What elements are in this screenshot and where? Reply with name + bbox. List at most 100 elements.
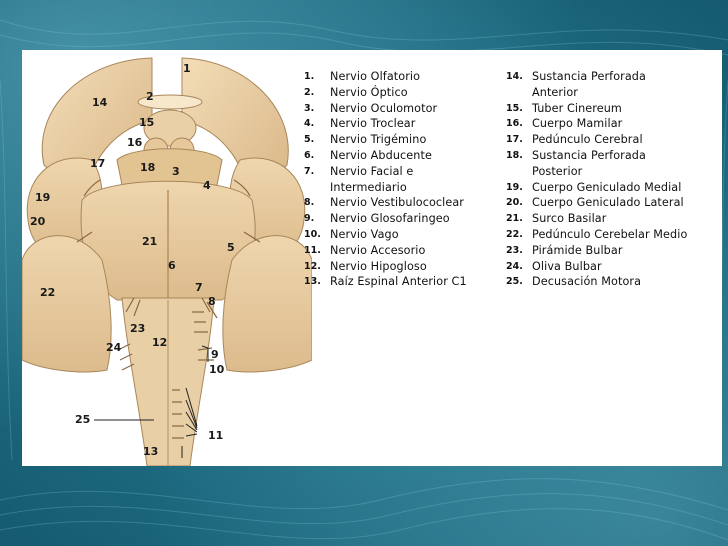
legend-text: Nervio Abducente (330, 148, 432, 162)
legend-number (304, 180, 330, 196)
optic-chiasm (137, 94, 203, 110)
legend-item: 12. Nervio Hipogloso (304, 259, 512, 275)
figure-label-12: 12 (152, 336, 168, 349)
legend-number: 3. (304, 102, 315, 114)
legend-text: Surco Basilar (532, 212, 607, 226)
figure-label-24: 24 (106, 341, 122, 354)
figure-label-6: 6 (168, 259, 176, 272)
legend-text: Anterior (532, 85, 578, 99)
legend-text: Nervio Óptico (330, 85, 408, 99)
legend-number: 1. (304, 71, 315, 82)
legend-number: 10. (304, 228, 321, 240)
legend-number: 12. (304, 260, 321, 272)
legend-text: Decusación Motora (532, 275, 642, 289)
figure-label-7: 7 (195, 281, 203, 294)
figure-label-9: 9 (211, 348, 219, 361)
legend-item: 16. Cuerpo Mamilar (506, 116, 722, 132)
legend-item: 11. Nervio Accesorio (304, 243, 512, 259)
legend-text: Tuber Cinereum (532, 101, 622, 115)
legend-number: 16. (506, 118, 523, 130)
legend-text: Nervio Facial e (330, 164, 414, 178)
legend-number: 5. (304, 134, 315, 146)
legend-text: Cuerpo Geniculado Lateral (532, 196, 684, 210)
figure-label-18: 18 (140, 161, 156, 174)
figure-label-25: 25 (75, 413, 91, 426)
legend-item: 8. Nervio Vestibulococlear (304, 195, 512, 211)
cerebellum-right (222, 235, 312, 373)
legend-number: 4. (304, 118, 315, 130)
figure-label-19: 19 (35, 191, 51, 204)
legend-number: 22. (506, 228, 523, 240)
legend-number: 8. (304, 197, 315, 209)
legend-text: Raíz Espinal Anterior C1 (330, 275, 467, 289)
legend-text: Nervio Glosofaringeo (330, 212, 450, 226)
figure-label-10: 10 (209, 363, 225, 376)
legend-number: 17. (506, 134, 523, 146)
legend-number: 6. (304, 149, 315, 161)
cranial-nerve-roots (76, 179, 261, 439)
legend-number (506, 85, 532, 101)
legend-text: Pirámide Bulbar (532, 243, 623, 257)
legend-item: 10.Nervio Vago (304, 227, 512, 243)
legend-column-2: 14.Sustancia Perforada Anterior 15. Tuber… (506, 69, 722, 290)
legend-number: 25. (506, 276, 523, 288)
brainstem-illustration: 1 2 14 15 16 17 18 3 4 19 20 21 5 6 7 8 … (22, 50, 312, 466)
legend-text: Cuerpo Mamilar (532, 117, 623, 131)
legend-item: 9. Nervio Glosofaringeo (304, 211, 512, 227)
figure-label-22: 22 (40, 286, 56, 299)
legend-text: Cuerpo Geniculado Medial (532, 180, 682, 194)
legend-number: 20. (506, 197, 523, 209)
legend-text: Nervio Vestibulococlear (330, 196, 465, 210)
legend-number: 7. (304, 165, 315, 177)
legend-item: 14.Sustancia Perforada (506, 69, 722, 85)
figure-label-23: 23 (130, 322, 146, 335)
figure-label-5: 5 (227, 241, 235, 254)
legend-number: 23. (506, 244, 523, 256)
legend-number: 18. (506, 149, 523, 161)
legend-number: 9. (304, 213, 315, 225)
legend-item: 3. Nervio Oculomotor (304, 101, 512, 117)
figure-label-16: 16 (127, 136, 143, 149)
legend-text: Nervio Troclear (330, 117, 416, 131)
legend-item: 25. Decusación Motora (506, 274, 722, 290)
legend-text: Sustancia Perforada (532, 148, 646, 162)
legend-item: 15. Tuber Cinereum (506, 101, 722, 117)
legend-number: 2. (304, 86, 315, 98)
legend-text: Oliva Bulbar (532, 259, 602, 273)
legend-item: 1.Nervio Olfatorio (304, 69, 512, 85)
legend-text: Pedúnculo Cerebelar Medio (532, 227, 688, 241)
figure-label-11: 11 (208, 429, 224, 442)
legend-number: 11. (304, 244, 321, 256)
legend-number: 13. (304, 276, 321, 288)
slide-content: 1 2 14 15 16 17 18 3 4 19 20 21 5 6 7 8 … (22, 50, 722, 466)
legend-item: 7. Nervio Facial e (304, 164, 512, 180)
legend-number (506, 164, 532, 180)
legend-item: 2. Nervio Óptico (304, 85, 512, 101)
legend-text: Nervio Trigémino (330, 133, 427, 147)
figure-label-15: 15 (139, 116, 155, 129)
legend-item: 20. Cuerpo Geniculado Lateral (506, 195, 722, 211)
legend-text: Sustancia Perforada (532, 70, 646, 83)
cerebral-peduncles (116, 148, 223, 186)
legend-text: Nervio Oculomotor (330, 101, 438, 115)
legend-number: 15. (506, 102, 523, 114)
legend-item: Intermediario (304, 180, 512, 196)
legend-text: Nervio Accesorio (330, 243, 426, 257)
legend-item: 19. Cuerpo Geniculado Medial (506, 180, 722, 196)
figure-label-2: 2 (146, 90, 154, 103)
legend-item: 22. Pedúnculo Cerebelar Medio (506, 227, 722, 243)
label-leader-lines (94, 345, 209, 458)
tuber-cinereum (143, 109, 197, 147)
figure-label-3: 3 (172, 165, 180, 178)
legend-item: Anterior (506, 85, 722, 101)
figure-label-1: 1 (183, 62, 191, 75)
legend-text: Pedúnculo Cerebral (532, 133, 643, 147)
figure-label-4: 4 (203, 179, 211, 192)
cerebellum-left (22, 235, 112, 373)
legend-text: Nervio Hipogloso (330, 259, 427, 273)
figure-label-17: 17 (90, 157, 106, 170)
legend-number: 19. (506, 181, 523, 193)
figure-label-21: 21 (142, 235, 158, 248)
legend-item: Posterior (506, 164, 722, 180)
